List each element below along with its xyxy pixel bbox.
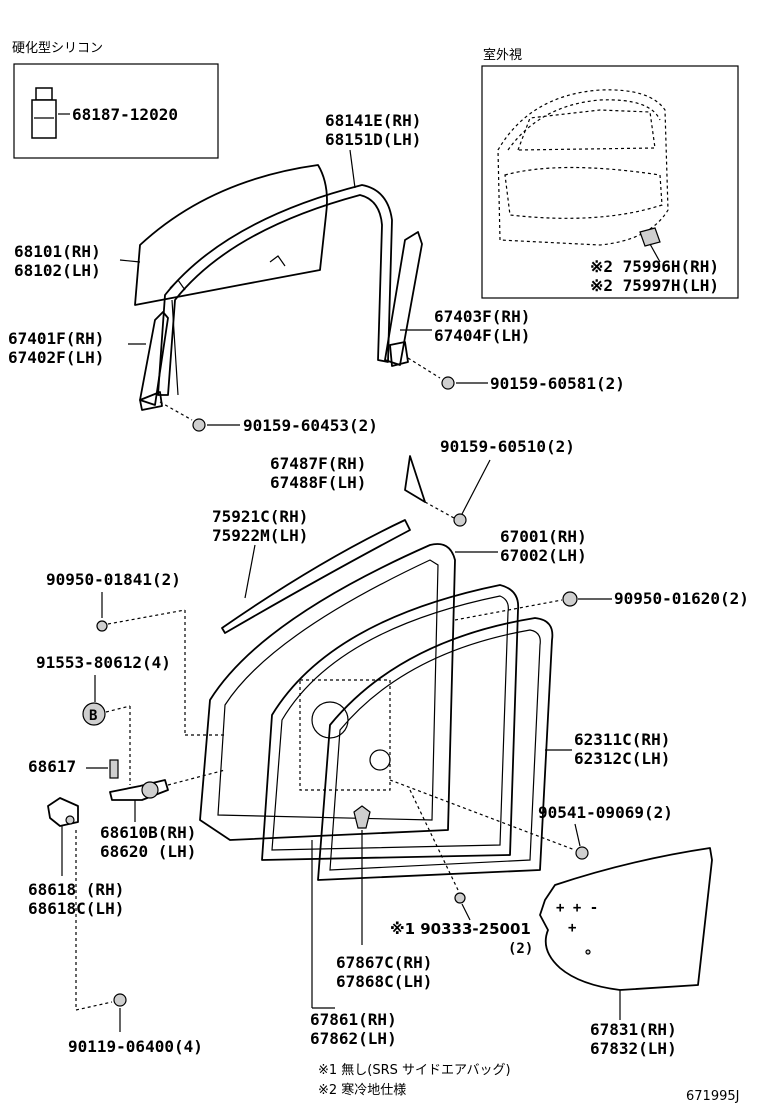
door-check xyxy=(109,779,169,801)
note-1: ※1 無し(SRS サイドエアバッグ) xyxy=(318,1063,511,1078)
bolt-60510-icon xyxy=(453,513,467,527)
door-panel xyxy=(199,543,456,841)
rear-channel-lh-label: 67404F(LH) xyxy=(434,326,530,345)
garnish-rh-label: 67487F(RH) xyxy=(270,454,366,473)
svg-text:B: B xyxy=(89,708,97,724)
plug-01841-icon xyxy=(96,620,108,632)
clip-25001-icon xyxy=(454,892,466,904)
silicone-bottle-icon xyxy=(31,87,57,139)
inner-rh-label: 67867C(RH) xyxy=(336,953,432,972)
panel-rh-label: 67001(RH) xyxy=(500,527,587,546)
plug-01620-label: 90950-01620(2) xyxy=(614,589,749,608)
weather-lh-label: 62312C(LH) xyxy=(574,749,670,768)
diagram-code: 671995J xyxy=(686,1089,739,1104)
seal-lh-label: 67862(LH) xyxy=(310,1029,397,1048)
panel-lh-label: 67002(LH) xyxy=(500,546,587,565)
exterior-rh-label: ※2 75996H(RH) xyxy=(590,257,719,276)
plug-01841-label: 90950-01841(2) xyxy=(46,570,181,589)
clip-25001-label: ※1 90333-25001 xyxy=(390,920,531,938)
note-2: ※2 寒冷地仕様 xyxy=(318,1082,406,1098)
svg-text:+ + -: + + - xyxy=(556,900,598,916)
silicone-part-number: 68187-12020 xyxy=(72,105,178,124)
silicone-title: 硬化型シリコン xyxy=(12,41,103,56)
bolt-60581-icon xyxy=(441,376,455,390)
front-channel-rh-label: 67401F(RH) xyxy=(8,329,104,348)
bolt-60581-label: 90159-60581(2) xyxy=(490,374,625,393)
check-lh-label: 68620 (LH) xyxy=(100,842,196,861)
run-rh-label: 68141E(RH) xyxy=(325,111,421,130)
b-marker-icon: B xyxy=(82,702,106,726)
garnish-lh-label: 67488F(LH) xyxy=(270,473,366,492)
plug-01620-icon xyxy=(562,591,578,607)
glass-lh-label: 68102(LH) xyxy=(14,261,101,280)
hole-cover-film: + + - + xyxy=(539,847,713,991)
bolt-06400-label: 90119-06400(4) xyxy=(68,1037,203,1056)
belt-rh-label: 75921C(RH) xyxy=(212,507,308,526)
front-channel xyxy=(139,311,169,411)
run-lh-label: 68151D(LH) xyxy=(325,130,421,149)
exterior-view-title: 室外視 xyxy=(483,47,522,63)
pin-68617-label: 68617 xyxy=(28,757,76,776)
silicone-box xyxy=(13,63,219,159)
door-weatherstrip xyxy=(317,617,554,881)
exterior-view-box xyxy=(481,65,739,299)
weather-rh-label: 62311C(RH) xyxy=(574,730,670,749)
bolt-06400-icon xyxy=(113,993,127,1007)
bolt-60453-icon xyxy=(192,418,206,432)
glass-run xyxy=(157,184,393,396)
door-seal xyxy=(261,584,520,861)
pin-68617-icon xyxy=(109,759,119,779)
hinge-rh-label: 68618 (RH) xyxy=(28,880,124,899)
belt-moulding xyxy=(221,519,411,634)
film-rh-label: 67831(RH) xyxy=(590,1020,677,1039)
frame-garnish xyxy=(404,455,426,503)
inner-lh-label: 67868C(LH) xyxy=(336,972,432,991)
film-lh-label: 67832(LH) xyxy=(590,1039,677,1058)
bolt-60453-label: 90159-60453(2) xyxy=(243,416,378,435)
front-channel-lh-label: 67402F(LH) xyxy=(8,348,104,367)
clip-25001-qty: (2) xyxy=(508,941,533,957)
plug-09069-label: 90541-09069(2) xyxy=(538,803,673,822)
bolt-60510-label: 90159-60510(2) xyxy=(440,437,575,456)
hinge xyxy=(47,797,79,827)
exterior-lh-label: ※2 75997H(LH) xyxy=(590,276,719,295)
rear-channel xyxy=(384,231,423,367)
svg-text:+: + xyxy=(568,920,576,936)
plug-09069-icon xyxy=(575,846,589,860)
exterior-door-outline xyxy=(497,89,669,247)
mudguard-icon xyxy=(639,227,661,247)
inner-clip-icon xyxy=(353,805,371,829)
door-glass xyxy=(134,164,328,306)
bolt-80612-label: 91553-80612(4) xyxy=(36,653,171,672)
seal-rh-label: 67861(RH) xyxy=(310,1010,397,1029)
glass-rh-label: 68101(RH) xyxy=(14,242,101,261)
belt-lh-label: 75922M(LH) xyxy=(212,526,308,545)
check-rh-label: 68610B(RH) xyxy=(100,823,196,842)
rear-channel-rh-label: 67403F(RH) xyxy=(434,307,530,326)
